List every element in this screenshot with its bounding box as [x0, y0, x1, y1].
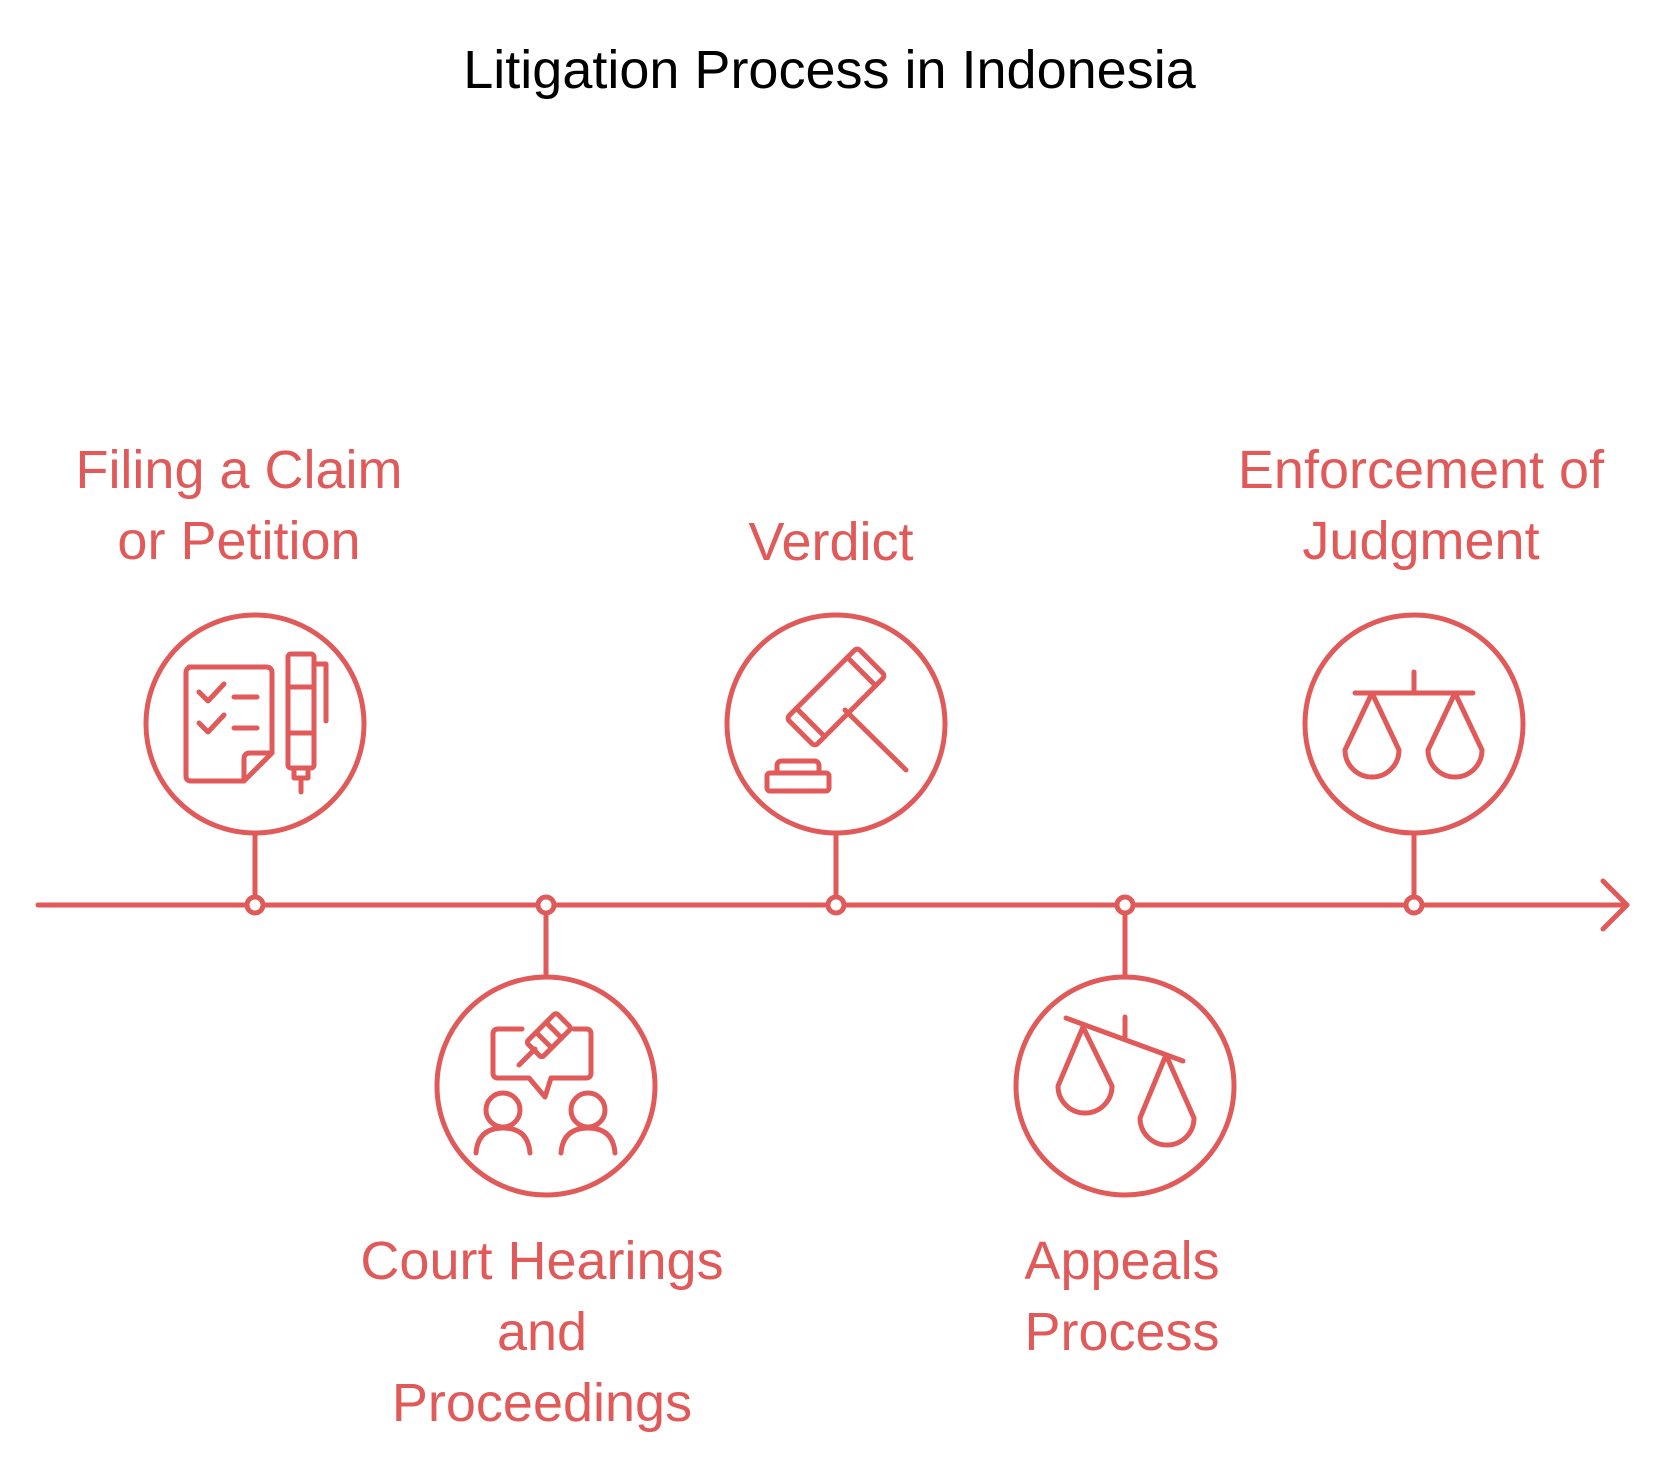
- step-label-line: Enforcement of: [1237, 440, 1605, 500]
- step-label-line: and: [496, 1302, 588, 1362]
- timeline-node-appeals: [1114, 894, 1136, 916]
- step-label-verdict: Verdict: [571, 507, 1091, 578]
- step-label-line: or Petition: [117, 511, 361, 571]
- step-label-line: Court Hearings: [360, 1231, 724, 1291]
- document-checklist-pen-icon: [183, 651, 329, 795]
- timeline-node-hearings: [535, 894, 557, 916]
- step-circle-verdict: [724, 612, 948, 836]
- page-title: Litigation Process in Indonesia: [463, 40, 1196, 100]
- timeline-node-verdict: [825, 894, 847, 916]
- timeline-node-filing: [244, 894, 266, 916]
- step-label-appeals: Appeals Process: [862, 1226, 1382, 1368]
- step-label-hearings: Court Hearings and Proceedings: [282, 1226, 802, 1439]
- step-label-enforcement: Enforcement of Judgment: [1161, 435, 1659, 577]
- step-label-line: Proceedings: [391, 1373, 693, 1433]
- timeline-arrowhead: [1600, 878, 1630, 932]
- step-label-line: Judgment: [1302, 511, 1540, 571]
- step-label-line: Process: [1024, 1302, 1220, 1362]
- gavel-icon: [764, 646, 909, 794]
- step-label-line: Appeals: [1024, 1231, 1220, 1291]
- step-circle-enforcement: [1302, 612, 1526, 836]
- step-circle-filing: [143, 612, 367, 836]
- step-circle-appeals: [1013, 974, 1237, 1198]
- step-label-line: Filing a Claim: [75, 440, 403, 500]
- hearing-discussion-icon: [473, 1011, 618, 1156]
- balanced-scales-icon: [1342, 669, 1485, 780]
- tilted-scales-icon: [1055, 1014, 1197, 1148]
- step-label-filing: Filing a Claim or Petition: [0, 435, 499, 577]
- step-label-line: Verdict: [748, 512, 914, 572]
- step-circle-hearings: [434, 974, 658, 1198]
- timeline-node-enforcement: [1403, 894, 1425, 916]
